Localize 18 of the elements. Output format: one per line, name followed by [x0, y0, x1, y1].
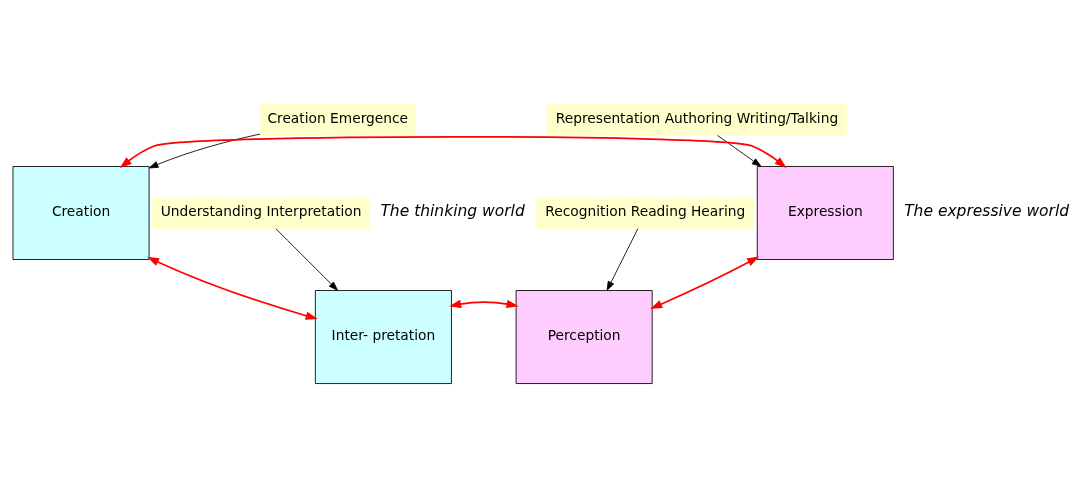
arrow — [650, 256, 760, 309]
arrow — [449, 299, 519, 309]
node-box: Recognition Reading Hearing — [536, 197, 755, 229]
label: The thinking world — [380, 201, 525, 220]
node-box: Expression — [756, 166, 894, 260]
arrow — [717, 135, 762, 167]
node-box: Inter- pretation — [314, 290, 452, 384]
arrow — [275, 228, 338, 291]
node-box: Perception — [515, 290, 653, 384]
node-box: Understanding Interpretation — [152, 197, 371, 229]
arrow — [606, 228, 639, 291]
node-box: Creation — [12, 166, 150, 260]
node-box: Creation Emergence — [259, 104, 416, 136]
arrow — [147, 256, 318, 320]
arrow — [119, 135, 787, 169]
label: The expressive world — [904, 201, 1070, 220]
arrow — [148, 133, 261, 169]
node-box: Representation Authoring Writing/Talking — [546, 104, 848, 136]
